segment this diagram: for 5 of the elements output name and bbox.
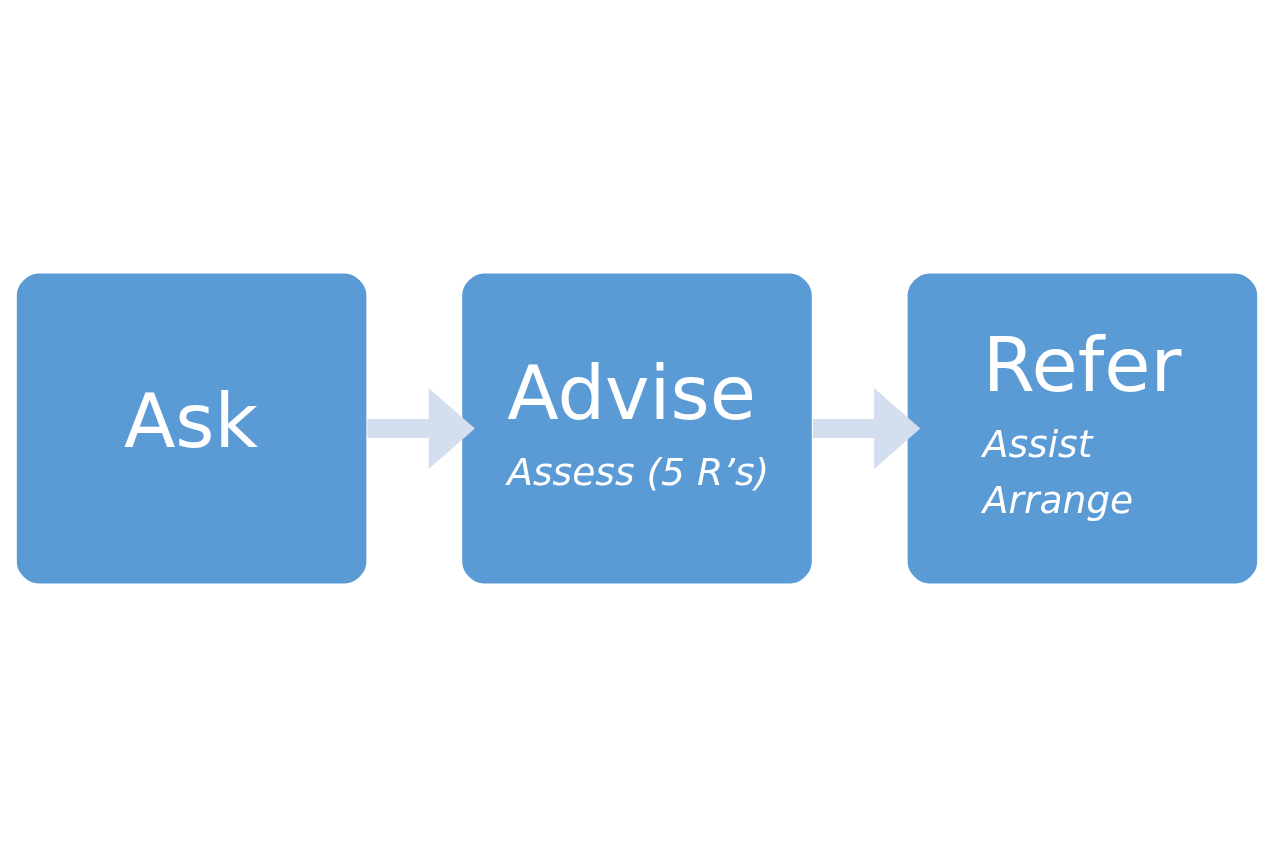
arrow — [367, 387, 475, 469]
node-box: Advise Assess (5 R’s) — [460, 271, 814, 585]
node-box: Ask — [14, 271, 369, 585]
arrow — [812, 387, 921, 469]
node-box: Refer Assist Arrange — [905, 271, 1260, 585]
